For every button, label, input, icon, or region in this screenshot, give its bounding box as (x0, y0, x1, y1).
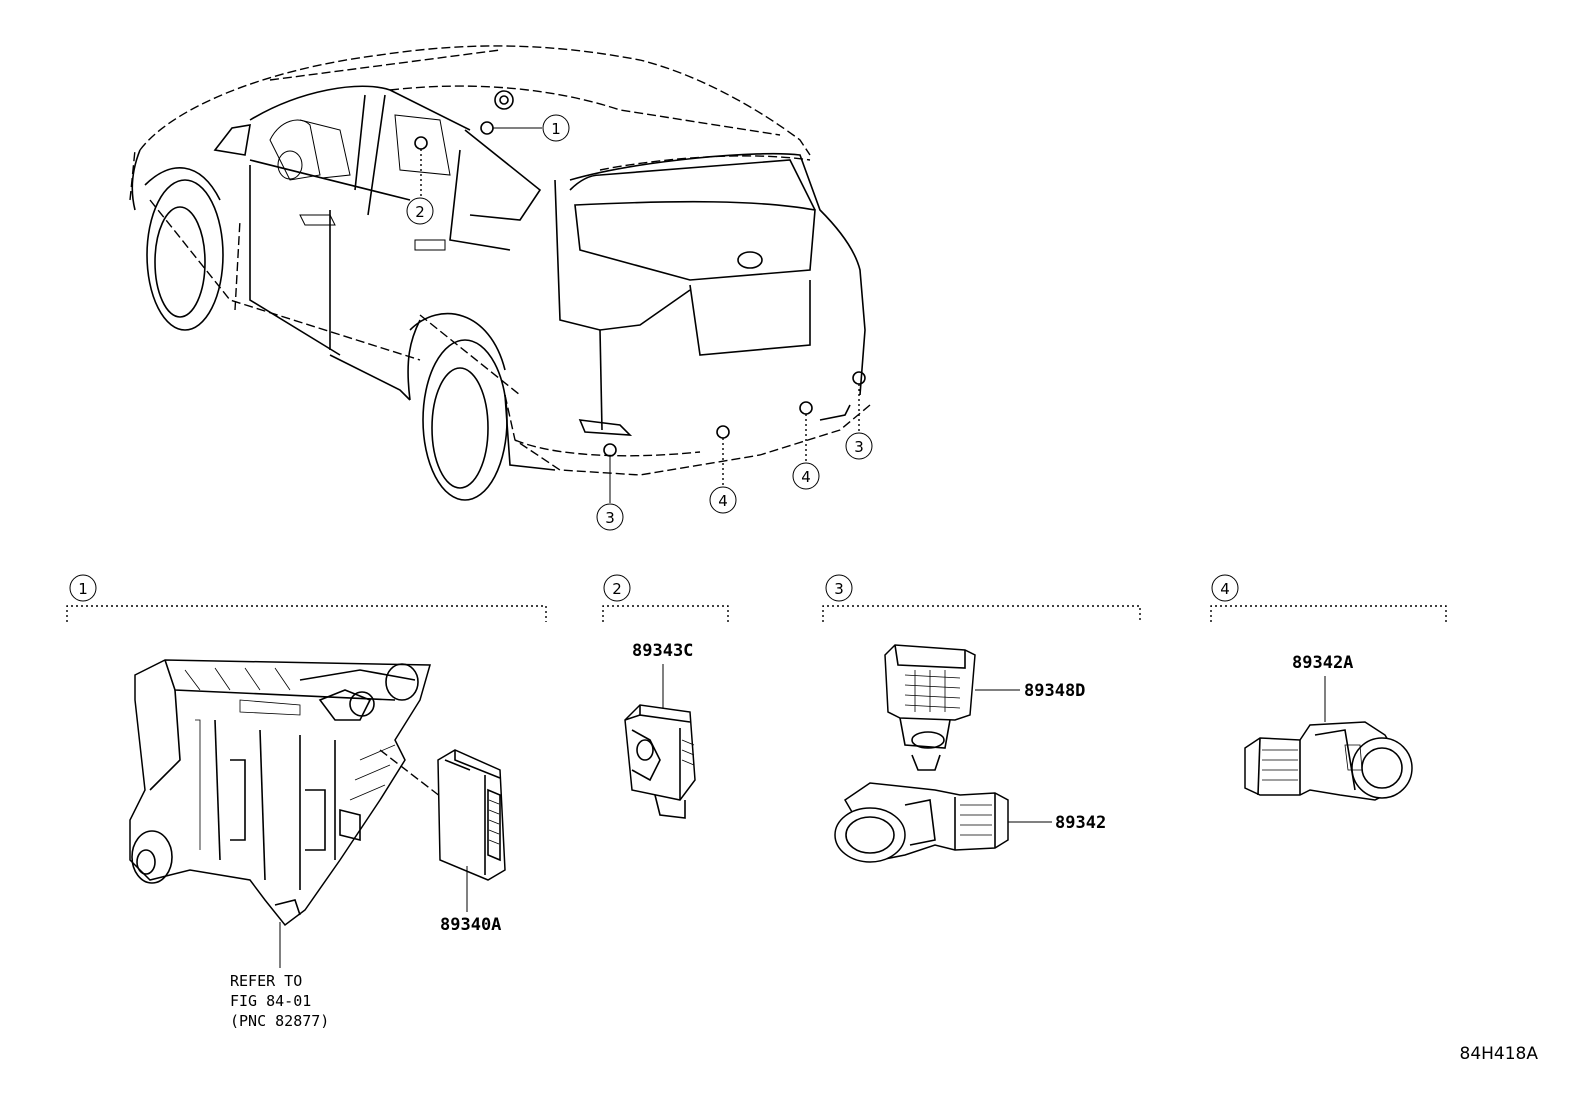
callout-3-right: 3 (845, 432, 873, 460)
mounting-bracket (129, 659, 431, 927)
svg-text:(PNC 82877): (PNC 82877) (230, 1012, 329, 1030)
vehicle-callouts: 1 2 3 4 4 3 (406, 114, 873, 531)
svg-text:REFER TO: REFER TO (230, 972, 302, 990)
section-1-header: 1 (66, 574, 547, 622)
svg-text:4: 4 (801, 468, 811, 486)
vehicle-illustration (129, 45, 871, 501)
sensor-89343C (624, 704, 696, 819)
part-label-89348D: 89348D (1024, 681, 1085, 701)
reference-note: REFER TO FIG 84-01 (PNC 82877) (230, 972, 329, 1030)
callout-2-top: 2 (406, 197, 434, 225)
parking-assist-ecu (437, 749, 506, 881)
part-label-89342A: 89342A (1292, 653, 1353, 673)
callout-3-left: 3 (596, 503, 624, 531)
part-label-89342: 89342 (1055, 813, 1106, 833)
section-2-header: 2 (602, 574, 729, 622)
svg-text:3: 3 (834, 580, 844, 598)
callout-4-right: 4 (792, 462, 820, 490)
svg-text:1: 1 (551, 120, 561, 138)
part-label-89340A: 89340A (440, 915, 501, 935)
svg-text:4: 4 (1220, 580, 1230, 598)
svg-text:3: 3 (605, 509, 615, 527)
svg-text:1: 1 (78, 580, 88, 598)
section-3-header: 3 (822, 574, 1141, 622)
ultrasonic-sensor-89342A (1244, 721, 1413, 801)
module-mount-guide (379, 749, 446, 801)
svg-text:FIG 84-01: FIG 84-01 (230, 992, 311, 1010)
callout-4-center: 4 (709, 486, 737, 514)
diagram-code: 84H418A (1460, 1044, 1539, 1064)
part-label-89343C: 89343C (632, 641, 693, 661)
svg-text:2: 2 (415, 203, 425, 221)
svg-text:3: 3 (854, 438, 864, 456)
retainer-89348D (884, 644, 976, 771)
callout-1-top: 1 (542, 114, 570, 142)
vehicle-leaders (420, 127, 860, 503)
svg-text:2: 2 (612, 580, 622, 598)
svg-text:4: 4 (718, 492, 728, 510)
ultrasonic-sensor-89342 (834, 782, 1009, 863)
section-4-header: 4 (1210, 574, 1447, 622)
